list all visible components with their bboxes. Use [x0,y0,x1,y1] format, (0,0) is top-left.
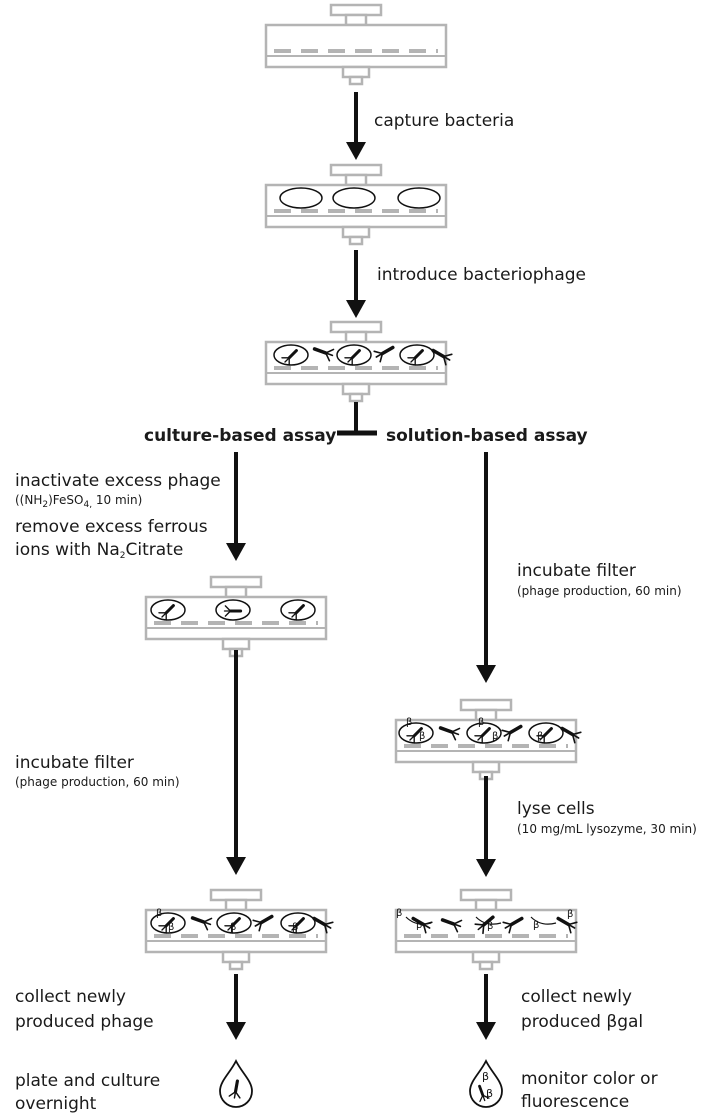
droplet-betagal [469,1060,503,1108]
culture-incubate-label: incubate filter [15,753,134,773]
bacterium [397,187,441,209]
down-arrow-inactivate [226,452,246,561]
beta-symbol: β [230,922,236,933]
culture-plate-line2: overnight [15,1094,97,1114]
branch-solution-label: solution-based assay [386,426,588,446]
culture-remove-line2: ions with Na2Citrate [15,540,184,561]
step-introduce-bacteriophage: introduce bacteriophage [377,265,586,285]
solution-incubate-detail: (phage production, 60 min) [517,584,682,598]
beta-symbol: β [406,717,412,728]
bacterium [279,187,323,209]
solution-collect-line1: collect newly [521,987,632,1007]
beta-symbol: β [492,731,498,742]
beta-symbol: β [419,731,425,742]
filter-device-with-bacteria [264,163,448,246]
down-arrow-collect-phage [226,974,246,1040]
beta-symbol: β [396,908,402,919]
beta-symbol: β [416,920,422,931]
beta-symbol: β [168,922,174,933]
down-arrow-lyse [476,776,496,877]
beta-symbol: β [487,921,493,932]
culture-collect-line1: collect newly [15,987,126,1007]
beta-symbol: β [478,717,484,728]
culture-inactivate-label: inactivate excess phage [15,471,221,491]
solution-monitor-line1: monitor color or [521,1069,658,1089]
down-arrow-incubate-left [226,650,246,875]
down-arrow-introduce [346,250,366,318]
beta-symbol: β [482,1070,489,1083]
down-arrow-collect-betagal [476,974,496,1040]
solution-monitor-line2: fluorescence [521,1092,630,1112]
solution-lyse-detail: (10 mg/mL lysozyme, 30 min) [517,822,697,836]
droplet-phage [219,1060,253,1108]
beta-symbol: β [537,731,543,742]
filter-device-infected [264,320,455,403]
beta-symbol: β [156,908,162,919]
filter-device-lysed [394,888,580,971]
culture-plate-line1: plate and culture [15,1071,161,1091]
culture-remove-line1: remove excess ferrous [15,517,208,537]
culture-collect-line2: produced phage [15,1012,154,1032]
branch-culture-label: culture-based assay [144,426,337,446]
beta-symbol: β [533,920,539,931]
filter-device-washed [144,575,328,658]
branch-junction [337,402,377,436]
culture-inactivate-detail: ((NH2)FeSO4, 10 min) [15,493,143,510]
beta-symbol: β [292,922,298,933]
culture-incubate-detail: (phage production, 60 min) [15,775,180,789]
bacterium [332,187,376,209]
beta-symbol: β [486,1087,493,1100]
filter-device-empty [264,3,448,86]
beta-symbol: β [567,909,573,920]
down-arrow-capture [346,92,366,160]
solution-lyse-label: lyse cells [517,799,595,819]
down-arrow-incubate-right [476,452,496,683]
solution-incubate-label: incubate filter [517,561,636,581]
step-capture-bacteria: capture bacteria [374,111,515,131]
solution-collect-line2: produced βgal [521,1012,644,1032]
